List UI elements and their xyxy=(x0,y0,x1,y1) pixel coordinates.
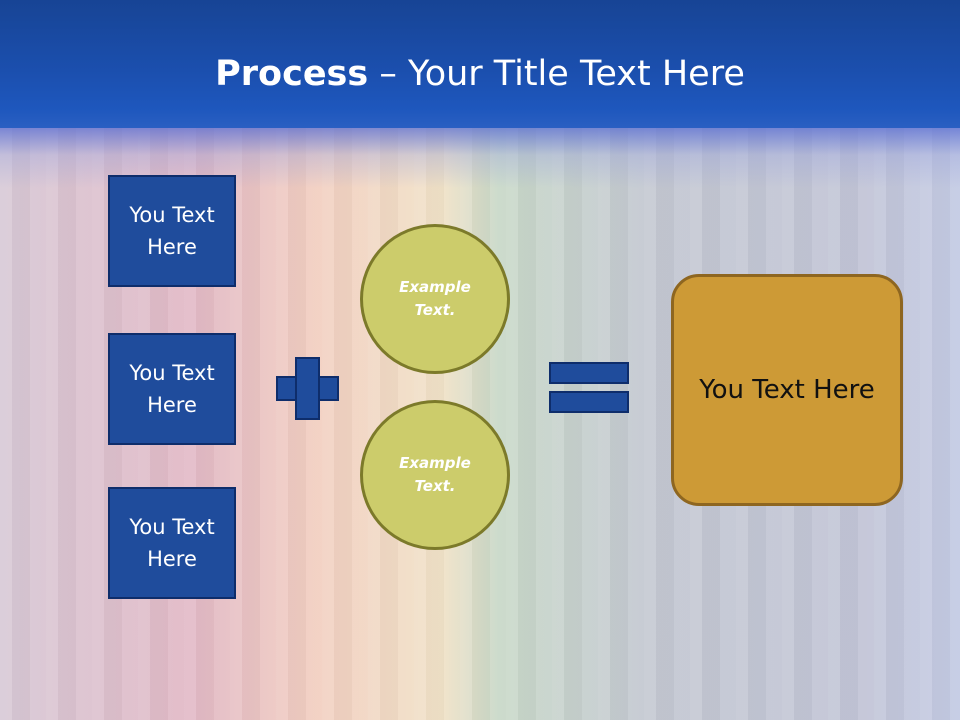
result-box-label: You Text Here xyxy=(699,375,875,405)
title-bold: Process xyxy=(215,54,369,94)
example-circle-label: Example Text. xyxy=(399,278,471,319)
left-text-box-label: You Text Here xyxy=(129,515,215,571)
left-text-box-1: You Text Here xyxy=(108,175,236,287)
example-circle-1: Example Text. xyxy=(360,224,510,374)
title-bar xyxy=(0,0,960,128)
left-text-box-label: You Text Here xyxy=(129,203,215,259)
example-circle-2: Example Text. xyxy=(360,400,510,550)
title-rest: – Your Title Text Here xyxy=(368,54,745,94)
result-box: You Text Here xyxy=(671,274,903,506)
example-circle-label: Example Text. xyxy=(399,454,471,495)
left-text-box-label: You Text Here xyxy=(129,361,215,417)
left-text-box-2: You Text Here xyxy=(108,333,236,445)
left-text-box-3: You Text Here xyxy=(108,487,236,599)
slide-title: Process – Your Title Text Here xyxy=(0,52,960,96)
